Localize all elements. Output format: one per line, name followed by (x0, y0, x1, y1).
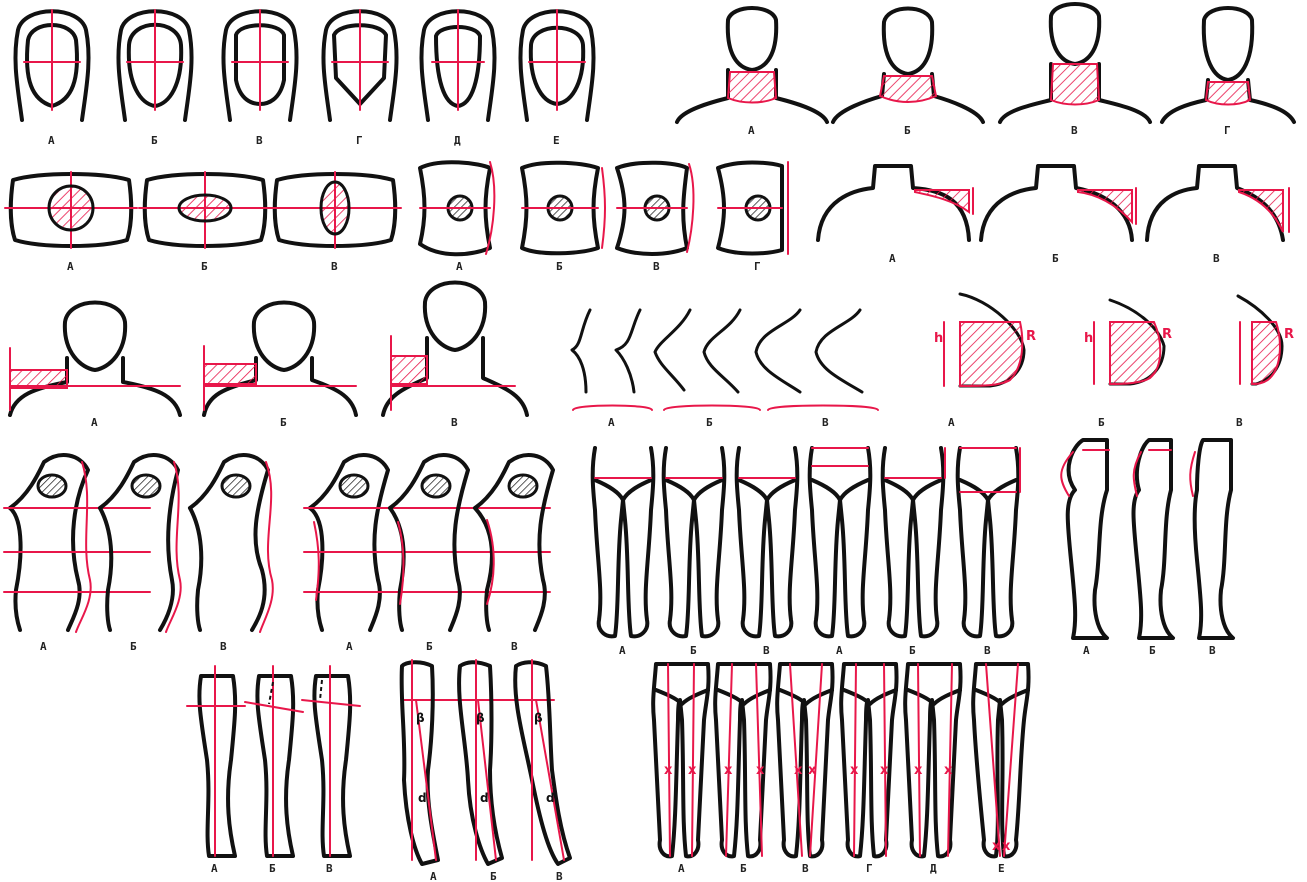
angle-beta-2: β (476, 711, 485, 725)
back-label-1: А (456, 260, 463, 273)
shape-label-2: Б (1098, 416, 1105, 429)
legfront-label-5: Б (909, 644, 916, 657)
face-label-2: Б (151, 134, 158, 147)
face-label-3: В (256, 134, 263, 147)
torso-b-label-1: А (346, 640, 353, 653)
svg-text:x: x (794, 763, 803, 778)
torso-a-label-2: Б (130, 640, 137, 653)
shape-label-3: В (1236, 416, 1243, 429)
svg-text:x: x (756, 763, 765, 778)
legside-label-3: В (1209, 644, 1216, 657)
angle-label-2: Б (490, 870, 497, 882)
shoulder-slope-panel: А Б В (818, 166, 1289, 265)
torso-profiles-panel: А Б В А Б (4, 455, 553, 653)
angle-d-2: d (480, 791, 489, 805)
torso-a-label-1: А (40, 640, 47, 653)
angle-d-3: d (546, 791, 555, 805)
legside2-label-3: В (326, 862, 333, 875)
axes-label-2: Б (740, 862, 747, 875)
shape-h-1: h (934, 331, 943, 346)
svg-text:x: x (850, 763, 859, 778)
angle-beta-1: β (416, 711, 425, 725)
legfront-label-2: Б (690, 644, 697, 657)
slope-label-3: В (1213, 252, 1220, 265)
axes-label-6: Е (998, 862, 1005, 875)
neck-label-3: В (1071, 124, 1078, 137)
svg-text:x: x (880, 763, 889, 778)
width-label-1: А (91, 416, 98, 429)
profile-label-1: А (608, 416, 615, 429)
slope-label-1: А (889, 252, 896, 265)
legfront-label-4: А (836, 644, 843, 657)
back-sections-panel: А Б В Г (420, 162, 788, 273)
svg-text:x: x (992, 839, 1001, 854)
legside2-label-2: Б (269, 862, 276, 875)
legs-side2-panel: А Б В (187, 666, 360, 875)
shape-label-1: А (948, 416, 955, 429)
breast-profiles-panel: А Б В (572, 310, 878, 429)
profile-label-3: В (822, 416, 829, 429)
svg-text:x: x (944, 763, 953, 778)
legside-label-2: Б (1149, 644, 1156, 657)
width-label-2: Б (280, 416, 287, 429)
slope-label-2: Б (1052, 252, 1059, 265)
neck-label-4: Г (1224, 124, 1231, 137)
angle-label-1: А (430, 870, 437, 882)
axes-label-5: Д (930, 862, 937, 875)
legs-front-panel: А Б В А Б (593, 448, 1020, 657)
width-label-3: В (451, 416, 458, 429)
angle-d-1: d (418, 791, 427, 805)
face-label-4: Г (356, 134, 363, 147)
shoulder-width-panel: А Б В (10, 283, 527, 430)
neck-label-2: Б (904, 124, 911, 137)
neck-label-1: А (748, 124, 755, 137)
cross-label-1: А (67, 260, 74, 273)
shape-r-1: R (1026, 329, 1036, 344)
axes-label-1: А (678, 862, 685, 875)
svg-text:x: x (724, 763, 733, 778)
legside-label-1: А (1083, 644, 1090, 657)
torso-b-label-3: В (511, 640, 518, 653)
axes-label-3: В (802, 862, 809, 875)
face-label-1: А (48, 134, 55, 147)
neck-length-panel: А Б В Г (677, 4, 1294, 137)
legfront-label-1: А (619, 644, 626, 657)
face-shapes-panel: А Б В Г Д Е (15, 10, 593, 147)
back-label-3: В (653, 260, 660, 273)
shape-r-3: R (1284, 327, 1294, 342)
back-label-4: Г (754, 260, 761, 273)
legfront-label-3: В (763, 644, 770, 657)
torso-a-label-3: В (220, 640, 227, 653)
face-label-6: Е (553, 134, 560, 147)
angle-label-3: В (556, 870, 563, 882)
torso-b-label-2: Б (426, 640, 433, 653)
back-label-2: Б (556, 260, 563, 273)
cross-sections-panel: А Б В (5, 172, 401, 273)
face-label-5: Д (454, 134, 461, 147)
svg-text:x: x (1002, 839, 1011, 854)
legside2-label-1: А (211, 862, 218, 875)
svg-text:x: x (808, 763, 817, 778)
angle-beta-3: β (534, 711, 543, 725)
breast-shapes-panel: h R А h R Б R В (934, 294, 1294, 429)
legs-side-panel: А Б В (1061, 440, 1233, 657)
shape-r-2: R (1162, 327, 1172, 342)
svg-text:x: x (914, 763, 923, 778)
shape-h-2: h (1084, 331, 1093, 346)
legfront-label-6: В (984, 644, 991, 657)
leg-angles-panel: β d А β d Б β d В (402, 660, 570, 882)
cross-label-3: В (331, 260, 338, 273)
svg-text:x: x (688, 763, 697, 778)
svg-text:x: x (664, 763, 673, 778)
axes-label-4: Г (866, 862, 873, 875)
profile-label-2: Б (706, 416, 713, 429)
cross-label-2: Б (201, 260, 208, 273)
